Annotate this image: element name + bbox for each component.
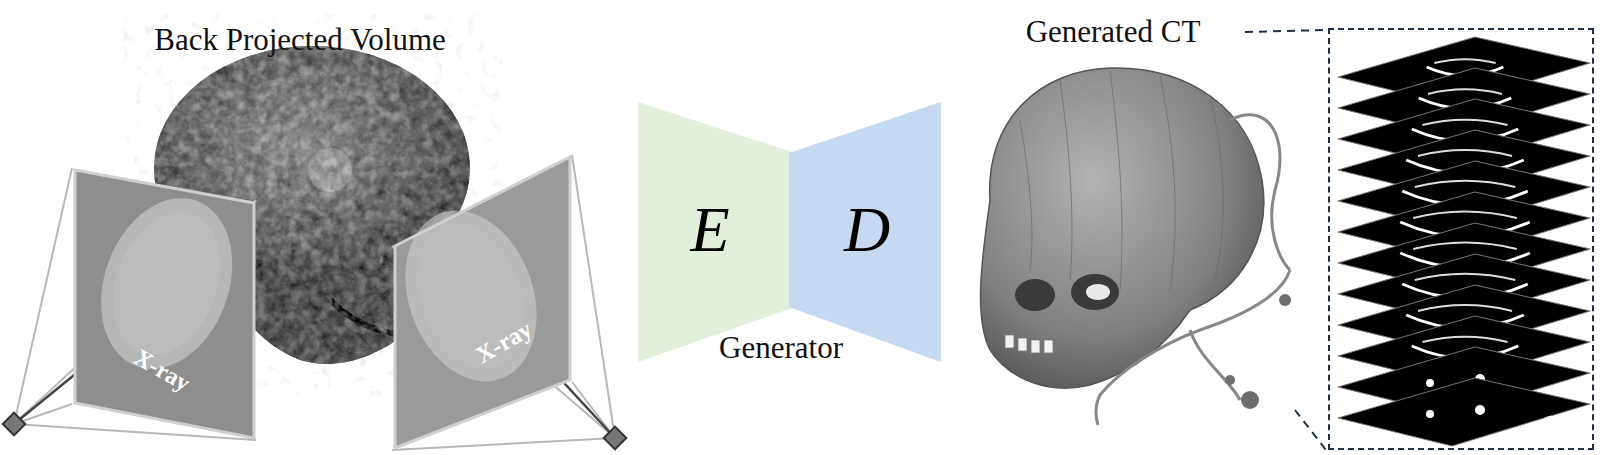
inset-leader xyxy=(1245,30,1326,450)
ct-label: CT xyxy=(1541,408,1579,442)
block-symbol: D xyxy=(844,193,890,267)
caption-label: Back Projected Volume xyxy=(154,22,446,58)
node-outline xyxy=(392,152,574,452)
ct-slice-stack xyxy=(1338,37,1590,446)
generator-block: E xyxy=(638,102,795,362)
block-symbol: E xyxy=(690,193,729,267)
generator-block: D xyxy=(789,102,941,362)
xray-panel: X-ray xyxy=(70,165,260,443)
right-xray-source xyxy=(392,155,626,450)
node-outline xyxy=(70,165,260,443)
generated-ct-skull xyxy=(981,68,1291,425)
left-xray-source xyxy=(3,168,256,440)
caption-label: Generator xyxy=(719,330,843,366)
caption-label: Generated CT xyxy=(1026,14,1201,50)
ct-inset-box: CT xyxy=(1328,28,1594,450)
xray-panel: X-ray xyxy=(392,152,574,452)
